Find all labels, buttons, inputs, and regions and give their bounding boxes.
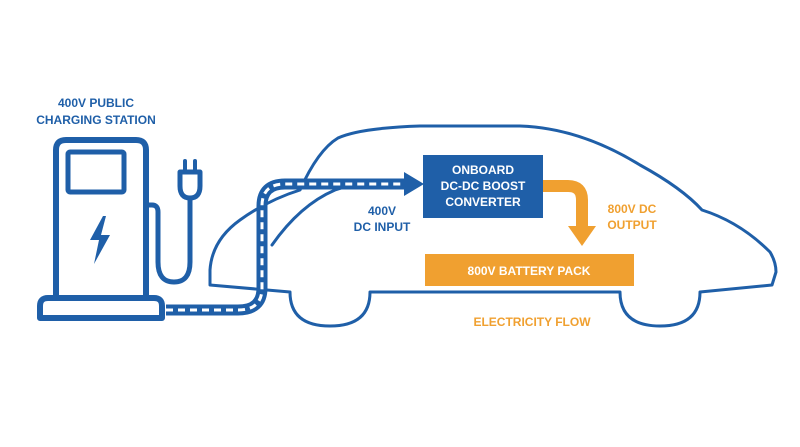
output-arrow-head bbox=[568, 226, 596, 246]
battery-pack: 800V BATTERY PACK bbox=[425, 254, 634, 286]
lightning-bolt-icon bbox=[90, 216, 110, 264]
output-arrow bbox=[543, 180, 596, 246]
station-base bbox=[37, 295, 165, 321]
converter-line2: DC-DC BOOST bbox=[441, 179, 526, 193]
station-label-line2: CHARGING STATION bbox=[36, 113, 156, 127]
station-holster bbox=[143, 195, 193, 285]
charging-station: 400V PUBLIC CHARGING STATION bbox=[36, 96, 203, 321]
dc-cable bbox=[166, 172, 424, 316]
input-label-line1: 400V bbox=[368, 204, 396, 218]
station-body bbox=[53, 137, 149, 298]
output-label-line1: 800V DC bbox=[608, 202, 657, 216]
station-screen bbox=[65, 149, 127, 195]
output-label-line2: OUTPUT bbox=[607, 218, 657, 232]
input-label-line2: DC INPUT bbox=[354, 220, 411, 234]
converter-line3: CONVERTER bbox=[445, 195, 521, 209]
converter-box: ONBOARD DC-DC BOOST CONVERTER bbox=[423, 155, 543, 218]
plug-icon bbox=[177, 159, 203, 201]
converter-line1: ONBOARD bbox=[452, 163, 514, 177]
station-label-line1: 400V PUBLIC bbox=[58, 96, 134, 110]
electricity-flow-label: ELECTRICITY FLOW bbox=[473, 315, 591, 329]
input-arrow-head bbox=[404, 172, 424, 196]
battery-label: 800V BATTERY PACK bbox=[468, 264, 591, 278]
